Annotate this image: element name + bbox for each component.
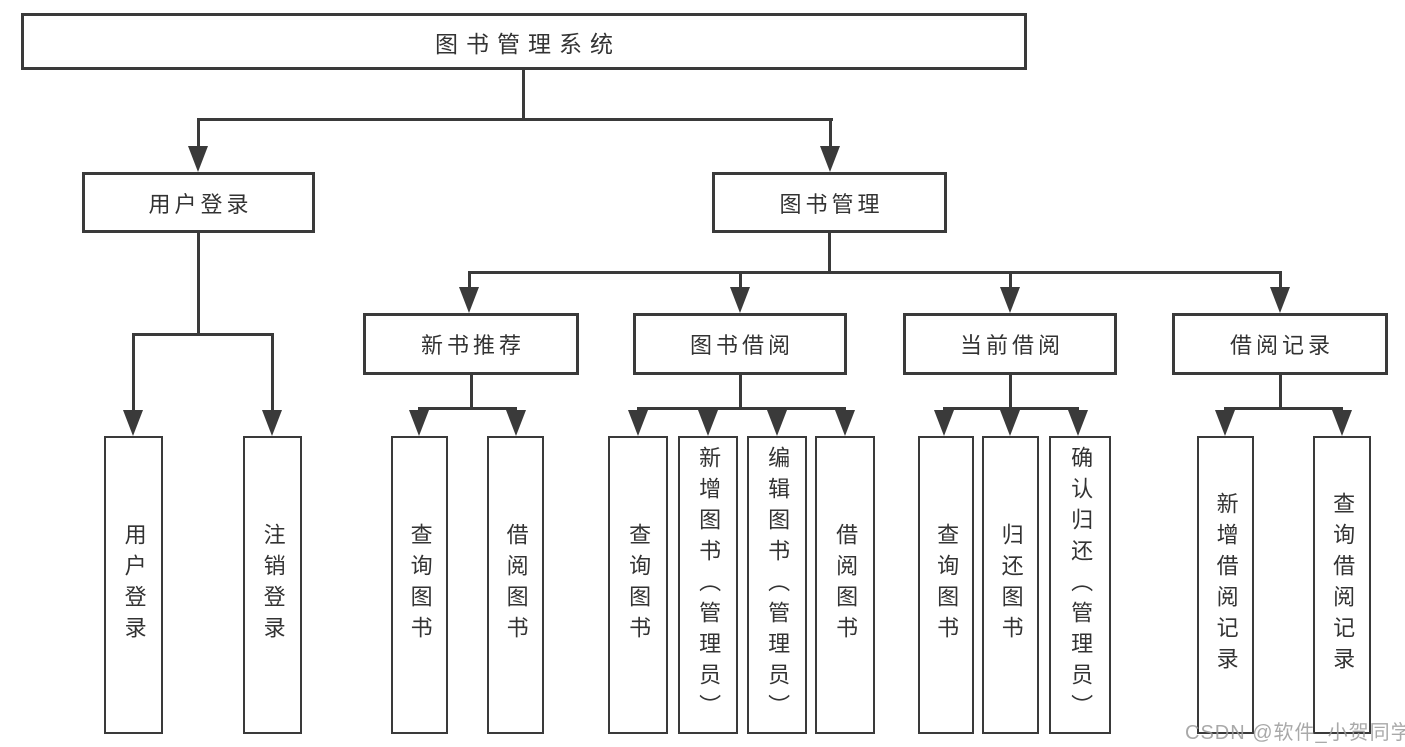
- leaf-query-books-3-label: 查询图书: [934, 523, 960, 647]
- leaf-borrow-books-2-label: 借阅图书: [833, 523, 859, 647]
- connector-line: [1224, 407, 1343, 410]
- connector-line: [470, 375, 473, 407]
- leaf-query-books-1-label: 查询图书: [407, 523, 433, 647]
- node-user-login-label: 用户登录: [148, 191, 253, 217]
- csdn-watermark: CSDN @软件_小贺同学: [1185, 722, 1405, 744]
- leaf-add-books-admin: 新增图书（管理员）: [678, 436, 738, 734]
- leaf-query-books-2-label: 查询图书: [626, 523, 652, 647]
- leaf-query-books-2: 查询图书: [608, 436, 668, 734]
- leaf-borrow-books-1-label: 借阅图书: [503, 523, 529, 647]
- leaf-return-books: 归还图书: [982, 436, 1039, 734]
- node-root: 图书管理系统: [21, 13, 1027, 70]
- node-book-borrow: 图书借阅: [633, 313, 847, 375]
- node-new-book-recommend: 新书推荐: [363, 313, 579, 375]
- arrowhead-down: [123, 410, 143, 436]
- arrowhead-down: [835, 410, 855, 436]
- node-book-borrow-label: 图书借阅: [689, 333, 794, 358]
- connector-line: [132, 333, 274, 336]
- connector-line: [637, 407, 846, 410]
- leaf-confirm-return-admin: 确认归还（管理员）: [1049, 436, 1111, 734]
- connector-line: [197, 118, 833, 121]
- leaf-return-books-label: 归还图书: [998, 523, 1024, 647]
- arrowhead-down: [767, 410, 787, 436]
- leaf-add-borrow-record: 新增借阅记录: [1197, 436, 1254, 734]
- arrowhead-down: [459, 287, 479, 313]
- leaf-logout: 注销登录: [243, 436, 302, 734]
- leaf-add-borrow-record-label: 新增借阅记录: [1213, 492, 1239, 678]
- connector-line: [739, 375, 742, 407]
- arrowhead-down: [1000, 287, 1020, 313]
- node-new-book-recommend-label: 新书推荐: [420, 333, 525, 358]
- connector-line: [197, 118, 200, 150]
- leaf-add-books-admin-label: 新增图书（管理员）: [696, 445, 722, 725]
- arrowhead-down: [506, 410, 526, 436]
- arrowhead-down: [262, 410, 282, 436]
- node-current-borrow: 当前借阅: [903, 313, 1117, 375]
- arrowhead-down: [1068, 410, 1088, 436]
- arrowhead-down: [628, 410, 648, 436]
- connector-line: [1279, 271, 1282, 292]
- connector-line: [828, 233, 831, 271]
- connector-line: [468, 271, 471, 292]
- connector-line: [418, 407, 517, 410]
- node-root-label: 图书管理系统: [435, 30, 621, 57]
- leaf-query-borrow-record-label: 查询借阅记录: [1330, 492, 1356, 678]
- leaf-query-books-1: 查询图书: [391, 436, 448, 734]
- node-borrow-records: 借阅记录: [1172, 313, 1388, 375]
- leaf-query-borrow-record: 查询借阅记录: [1313, 436, 1371, 734]
- leaf-user-login: 用户登录: [104, 436, 163, 734]
- arrowhead-down: [698, 410, 718, 436]
- arrowhead-down: [188, 146, 208, 172]
- leaf-edit-books-admin: 编辑图书（管理员）: [747, 436, 807, 734]
- connector-line: [943, 407, 1079, 410]
- arrowhead-down: [409, 410, 429, 436]
- leaf-borrow-books-1: 借阅图书: [487, 436, 544, 734]
- arrowhead-down: [820, 146, 840, 172]
- arrowhead-down: [1215, 410, 1235, 436]
- leaf-borrow-books-2: 借阅图书: [815, 436, 875, 734]
- connector-line: [1279, 375, 1282, 407]
- connector-line: [132, 333, 135, 412]
- arrowhead-down: [1270, 287, 1290, 313]
- connector-line: [197, 233, 200, 333]
- connector-line: [271, 333, 274, 412]
- node-current-borrow-label: 当前借阅: [959, 333, 1064, 358]
- connector-line: [739, 271, 742, 292]
- arrowhead-down: [934, 410, 954, 436]
- connector-line: [468, 271, 1281, 274]
- leaf-logout-label: 注销登录: [260, 523, 286, 647]
- connector-line: [1009, 271, 1012, 292]
- connector-line: [829, 118, 832, 150]
- arrowhead-down: [1000, 410, 1020, 436]
- node-book-management-label: 图书管理: [779, 191, 884, 217]
- connector-line: [1009, 375, 1012, 407]
- connector-line: [522, 70, 525, 118]
- leaf-confirm-return-admin-label: 确认归还（管理员）: [1068, 445, 1094, 725]
- leaf-query-books-3: 查询图书: [918, 436, 974, 734]
- node-borrow-records-label: 借阅记录: [1229, 333, 1334, 358]
- arrowhead-down: [730, 287, 750, 313]
- node-user-login: 用户登录: [82, 172, 315, 233]
- leaf-user-login-label: 用户登录: [121, 523, 147, 647]
- node-book-management: 图书管理: [712, 172, 947, 233]
- arrowhead-down: [1332, 410, 1352, 436]
- leaf-edit-books-admin-label: 编辑图书（管理员）: [765, 445, 791, 725]
